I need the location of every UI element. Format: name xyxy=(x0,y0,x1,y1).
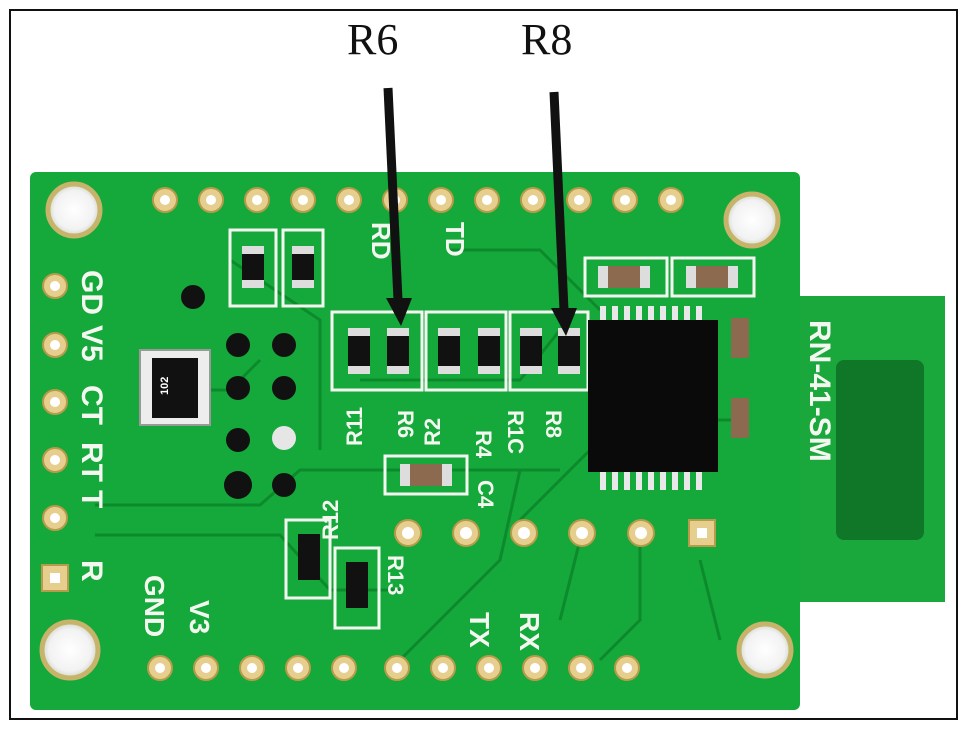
callout-label-r8: R8 xyxy=(521,15,573,64)
pin-label-gd: GD xyxy=(75,270,108,315)
module-label: RN-41-SM xyxy=(803,320,836,462)
ref-r13: R13 xyxy=(383,555,408,595)
bottom-pad-holes xyxy=(155,663,632,673)
pin-label-r: R xyxy=(75,560,108,582)
resistor-array xyxy=(139,349,211,426)
pin-label-rx: RX xyxy=(514,612,545,651)
smd-capacitors xyxy=(400,266,749,486)
pin-label-v5: V5 xyxy=(75,325,108,362)
antenna-pcb xyxy=(795,296,945,602)
ref-r1c: R1C xyxy=(503,410,528,454)
ref-r6: R6 xyxy=(393,410,418,438)
pin-label-td: TD xyxy=(440,222,470,257)
mounting-holes xyxy=(39,181,794,681)
callout-arrows xyxy=(383,87,577,336)
resistor-array-code: 102 xyxy=(159,377,171,395)
ref-r2: R2 xyxy=(420,418,445,446)
main-pcb xyxy=(30,172,800,710)
middle-pad-holes xyxy=(402,527,707,539)
silkscreen-outlines xyxy=(228,228,756,630)
vias xyxy=(181,285,296,499)
test-pad xyxy=(272,426,296,450)
ref-r11: R11 xyxy=(342,407,367,446)
ref-r8: R8 xyxy=(541,410,566,438)
main-ic-chip xyxy=(588,306,718,490)
pin-label-ct: CT xyxy=(75,385,108,425)
pin-label-tx: TX xyxy=(464,612,495,648)
ref-r4: R4 xyxy=(471,430,496,459)
top-header-pads xyxy=(152,187,684,213)
pin-label-gnd: GND xyxy=(139,575,170,637)
pin-label-v3: V3 xyxy=(184,600,215,634)
bottom-header-pads xyxy=(147,655,640,681)
ref-r12: R12 xyxy=(318,500,343,540)
left-pad-holes xyxy=(50,281,60,583)
arrow-r8 xyxy=(549,91,577,336)
smd-resistors xyxy=(242,246,580,608)
pin-label-rt: RT xyxy=(75,442,108,482)
arrow-r6 xyxy=(383,87,412,326)
ref-c4: C4 xyxy=(473,480,498,509)
pin-label-t: T xyxy=(75,490,108,508)
callout-label-r6: R6 xyxy=(347,15,399,64)
